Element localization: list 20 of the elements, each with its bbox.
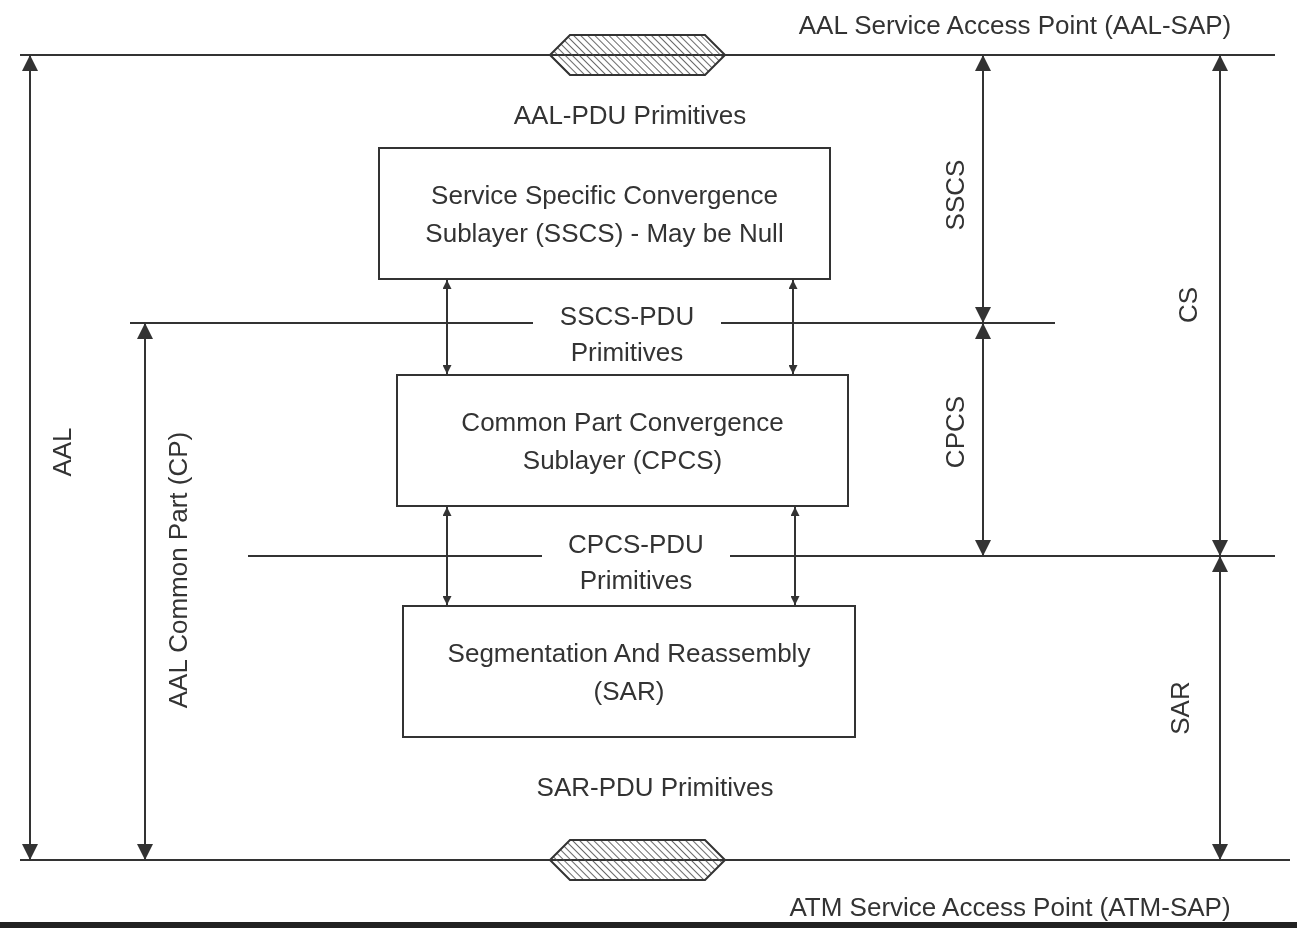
dimension-label: AAL [47, 427, 77, 477]
arrow [442, 279, 452, 375]
sublayer-box [378, 147, 831, 280]
dimension-label: CPCS [940, 395, 970, 469]
dimension-label: AAL Common Part (CP) [163, 431, 193, 709]
sublayer-name: Segmentation And Reassembly (SAR) [446, 636, 812, 708]
access-point-label: AAL Service Access Point (AAL-SAP) [798, 10, 1232, 40]
primitives-label: SAR-PDU Primitives [536, 772, 774, 802]
sublayer-box [402, 605, 856, 738]
sublayer-box [396, 374, 849, 507]
arrow [442, 506, 452, 606]
arrow [790, 506, 800, 606]
access-point-label: ATM Service Access Point (ATM-SAP) [789, 892, 1231, 922]
dimension-label: SSCS [940, 159, 970, 231]
arrow [788, 279, 798, 375]
dimension-label: SAR [1165, 681, 1195, 735]
sublayer-name: Common Part Convergence Sublayer (CPCS) [460, 405, 785, 477]
sublayer-name: Service Specific Convergence Sublayer (SSCS) - May be Null [424, 178, 785, 250]
primitives-label: AAL-PDU Primitives [513, 100, 747, 130]
dimension-label: CS [1173, 286, 1203, 324]
